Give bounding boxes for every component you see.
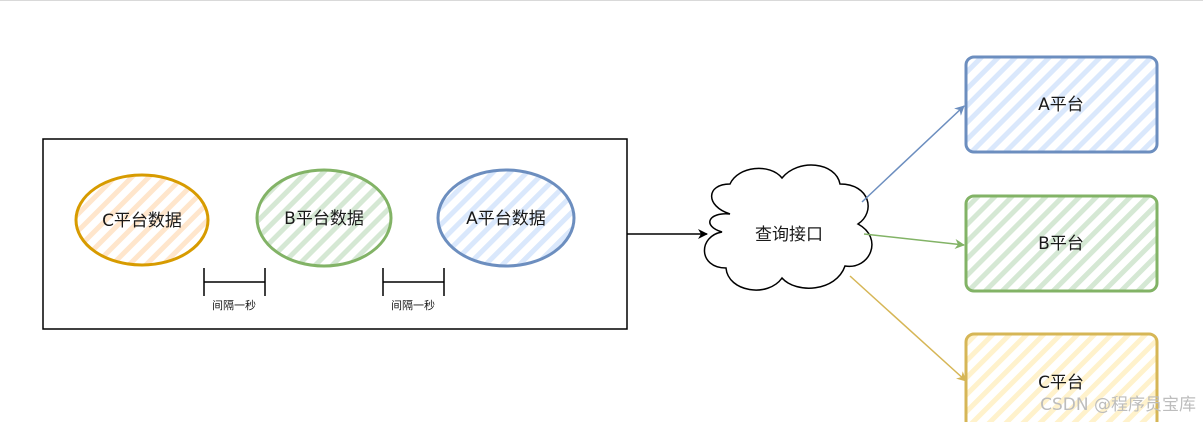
platform-c: C平台 bbox=[964, 332, 1159, 422]
query-interface-label: 查询接口 bbox=[755, 225, 823, 245]
watermark: CSDN @程序员宝库 bbox=[1040, 395, 1196, 415]
data-item-c-shape bbox=[74, 173, 210, 267]
interval-marker-1: 间隔一秒 bbox=[203, 268, 266, 312]
platform-a: A平台 bbox=[964, 55, 1159, 154]
data-item-a: A平台数据 bbox=[436, 168, 576, 268]
platform-c-box bbox=[964, 332, 1159, 422]
data-item-c: C平台数据 bbox=[74, 173, 210, 267]
query-interface: 查询接口 bbox=[703, 164, 873, 291]
data-item-b: B平台数据 bbox=[255, 168, 393, 268]
arrow-to-platform-c bbox=[849, 275, 967, 382]
platform-c-label: C平台 bbox=[1038, 373, 1084, 393]
data-item-c-label: C平台数据 bbox=[102, 211, 182, 231]
data-item-a-label: A平台数据 bbox=[466, 209, 546, 229]
data-item-b-shape bbox=[255, 168, 393, 268]
cloud-shape bbox=[703, 164, 873, 291]
data-item-a-shape bbox=[436, 168, 576, 268]
platform-b-label: B平台 bbox=[1038, 234, 1084, 254]
platform-a-box bbox=[964, 55, 1159, 154]
data-item-b-label: B平台数据 bbox=[284, 209, 364, 229]
interval-marker-2: 间隔一秒 bbox=[382, 268, 445, 312]
interval-2-label: 间隔一秒 bbox=[391, 298, 435, 312]
interval-1-label: 间隔一秒 bbox=[212, 298, 256, 312]
arrow-to-platform-a bbox=[861, 105, 965, 203]
platform-b-box bbox=[964, 194, 1159, 293]
platform-b: B平台 bbox=[964, 194, 1159, 293]
arrow-to-platform-b bbox=[863, 233, 965, 249]
platform-a-label: A平台 bbox=[1038, 95, 1084, 115]
